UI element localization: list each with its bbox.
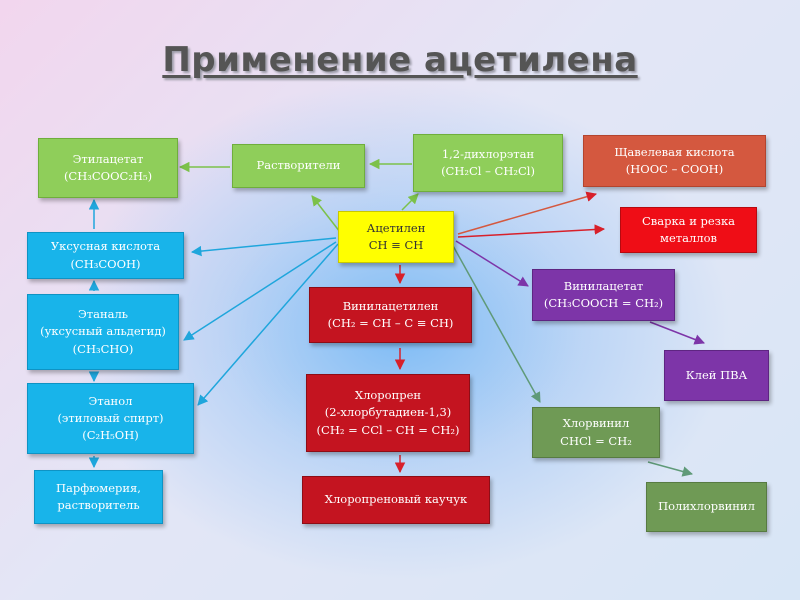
acetylene-label: Ацетилен xyxy=(366,220,426,235)
box-ethanol: Этанол (этиловый спирт) (C₂H₅OH) xyxy=(27,383,194,454)
box-ethyl-acetate: Этилацетат (CH₃COOC₂H₅) xyxy=(38,138,178,198)
box-perfumery: Парфюмерия, растворитель xyxy=(34,470,163,524)
vinyl-acetate-label: Винилацетат xyxy=(563,278,644,293)
solvents-label: Растворители xyxy=(256,158,341,173)
oxalic-acid-label: Щавелевая кислота xyxy=(614,144,735,159)
ethanol-synonym: (этиловый спирт) xyxy=(57,410,164,425)
welding-label-line1: Сварка и резка xyxy=(642,213,735,228)
acetic-acid-label: Уксусная кислота xyxy=(50,239,161,254)
box-acetylene: Ацетилен CH ≡ CH xyxy=(338,211,454,263)
chloroprene-synonym: (2-хлорбутадиен-1,3) xyxy=(324,405,452,420)
box-chloroprene-rubber: Хлоропреновый каучук xyxy=(302,476,490,524)
ethanal-synonym: (уксусный альдегид) xyxy=(40,324,166,339)
ethyl-acetate-formula: (CH₃COOC₂H₅) xyxy=(63,169,153,183)
box-vinyl-chloride: Хлорвинил CHCl = CH₂ xyxy=(532,407,660,458)
ethyl-acetate-label: Этилацетат xyxy=(72,151,144,166)
vinyl-acetylene-formula: (CH₂ = CH – C ≡ CH) xyxy=(327,316,454,330)
acetylene-formula: CH ≡ CH xyxy=(368,238,424,252)
arrow-acetylene-to-ethanal xyxy=(183,241,337,341)
vinyl-chloride-label: Хлорвинил xyxy=(562,416,630,431)
arrow-acetylene-to-solvents xyxy=(311,195,341,233)
vinyl-acetate-formula: (CH₃COOCH = CH₂) xyxy=(543,296,664,310)
oxalic-acid-formula: (HOOC – COOH) xyxy=(625,162,724,176)
chloroprene-rubber-label: Хлоропреновый каучук xyxy=(324,492,468,507)
arrow-acetylene-to-acetic-acid xyxy=(190,237,337,257)
ethanol-label: Этанол xyxy=(88,393,133,408)
chloroprene-formula: (CH₂ = CCl – CH = CH₂) xyxy=(316,422,460,437)
box-ethanal: Этаналь (уксусный альдегид) (CH₃CHO) xyxy=(27,294,179,370)
arrow-acetylene-to-oxalic-acid xyxy=(457,191,598,235)
box-oxalic-acid: Щавелевая кислота (HOOC – COOH) xyxy=(583,135,766,187)
box-chloroprene: Хлоропрен (2-хлорбутадиен-1,3) (CH₂ = CC… xyxy=(306,374,470,452)
dichloroethane-label: 1,2-дихлорэтан xyxy=(441,146,535,161)
welding-label-line2: металлов xyxy=(660,231,717,245)
box-vinyl-acetylene: Винилацетилен (CH₂ = CH – C ≡ CH) xyxy=(309,287,472,343)
vinyl-acetylene-label: Винилацетилен xyxy=(342,298,439,313)
perfumery-label-line2: растворитель xyxy=(57,498,140,512)
box-pva-glue: Клей ПВА xyxy=(664,350,769,401)
box-dichloroethane: 1,2-дихлорэтан (CH₂Cl – CH₂Cl) xyxy=(413,134,563,192)
page-title: Применение ацетилена xyxy=(162,40,638,80)
perfumery-label-line1: Парфюмерия, xyxy=(56,480,141,495)
acetic-acid-formula: (CH₃COOH) xyxy=(70,256,141,271)
arrow-acetylene-to-welding xyxy=(457,224,606,238)
box-acetic-acid: Уксусная кислота (CH₃COOH) xyxy=(27,232,184,279)
box-solvents: Растворители xyxy=(232,144,365,188)
arrow-acetylene-to-vinyl-acetate xyxy=(455,240,529,287)
box-welding: Сварка и резка металлов xyxy=(620,207,757,253)
chloroprene-label: Хлоропрен xyxy=(354,388,422,403)
dichloroethane-formula: (CH₂Cl – CH₂Cl) xyxy=(441,164,535,178)
ethanol-formula: (C₂H₅OH) xyxy=(82,428,139,443)
arrow-acetylene-to-ethanol xyxy=(197,243,339,406)
box-pvc: Полихлорвинил xyxy=(646,482,767,532)
arrow-vinyl-chloride-to-pvc xyxy=(647,461,694,477)
pvc-label: Полихлорвинил xyxy=(658,499,755,514)
arrow-acetylene-to-vinyl-chloride xyxy=(451,243,541,403)
vinyl-chloride-formula: CHCl = CH₂ xyxy=(560,433,632,448)
arrow-acetylene-to-dichloroethane xyxy=(401,193,419,211)
arrow-vinyl-acetate-to-pva-glue xyxy=(649,321,705,345)
box-vinyl-acetate: Винилацетат (CH₃COOCH = CH₂) xyxy=(532,269,675,321)
ethanal-label: Этаналь xyxy=(77,307,129,322)
ethanal-formula: (CH₃CHO) xyxy=(72,341,134,356)
pva-glue-label: Клей ПВА xyxy=(685,367,748,382)
